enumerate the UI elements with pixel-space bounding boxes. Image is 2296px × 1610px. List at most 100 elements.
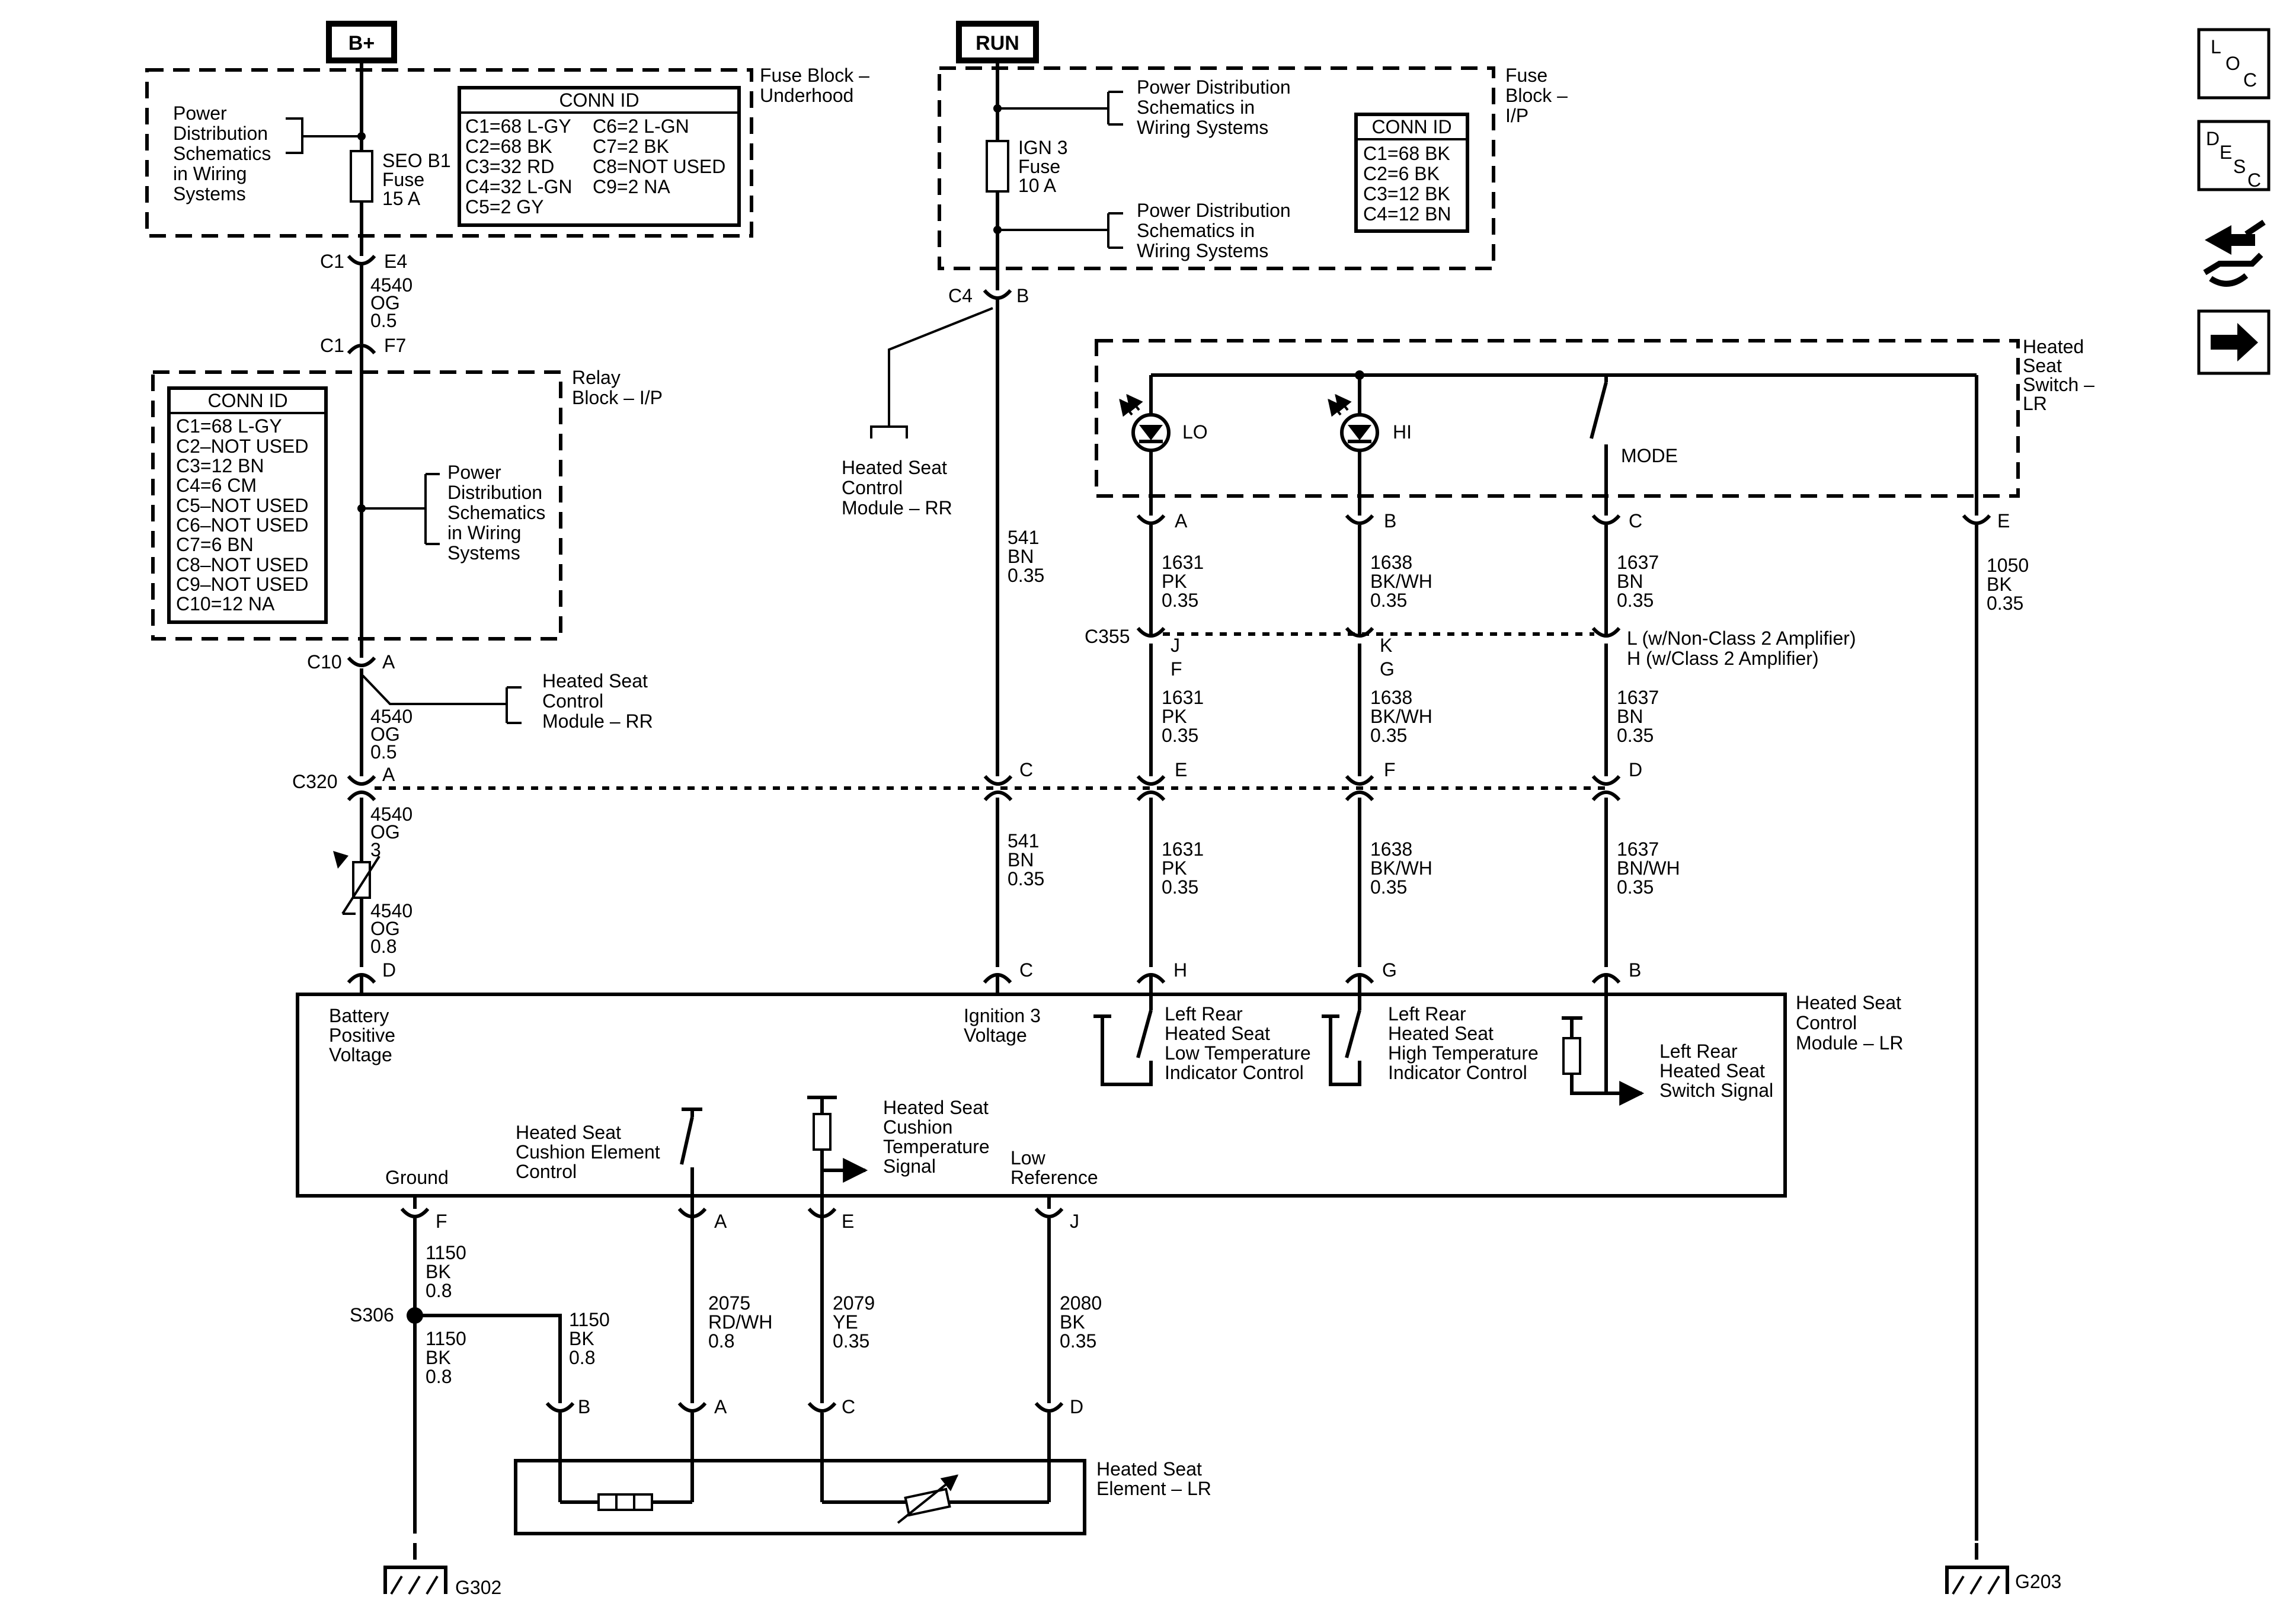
svg-text:BN: BN — [1008, 849, 1034, 870]
svg-text:Battery: Battery — [329, 1005, 389, 1026]
svg-text:Schematics: Schematics — [173, 143, 271, 164]
svg-text:A: A — [714, 1396, 727, 1417]
svg-text:C4=6 CM: C4=6 CM — [176, 475, 257, 496]
svg-text:High Temperature: High Temperature — [1388, 1042, 1539, 1064]
svg-text:E: E — [1997, 510, 2010, 532]
svg-text:Distribution: Distribution — [447, 482, 542, 503]
svg-text:0.35: 0.35 — [1162, 876, 1198, 898]
svg-text:Heated Seat: Heated Seat — [842, 457, 947, 478]
svg-text:OG: OG — [370, 292, 400, 313]
svg-text:MODE: MODE — [1621, 445, 1678, 466]
svg-text:BK: BK — [569, 1328, 594, 1349]
svg-text:Control: Control — [516, 1161, 577, 1182]
svg-text:A: A — [382, 764, 395, 785]
svg-text:0.8: 0.8 — [370, 936, 396, 957]
svg-text:Ground: Ground — [385, 1167, 449, 1188]
svg-text:A: A — [382, 651, 395, 673]
svg-text:1637: 1637 — [1617, 687, 1659, 708]
svg-text:0.35: 0.35 — [1008, 565, 1044, 586]
svg-text:Switch Signal: Switch Signal — [1659, 1080, 1773, 1101]
switch-signal-input: Left Rear Heated Seat Switch Signal — [1562, 994, 1773, 1106]
wire-1638: 1638 BK/WH 0.35 1638 BK/WH 0.35 1638 BK/… — [1358, 525, 1432, 967]
heated-seat-control-module-lr: Heated Seat Control Module – LR Battery … — [296, 992, 1903, 1219]
svg-text:Voltage: Voltage — [964, 1025, 1027, 1046]
svg-text:C3=32 RD: C3=32 RD — [465, 156, 554, 177]
svg-text:OG: OG — [370, 821, 400, 843]
svg-text:541: 541 — [1008, 527, 1039, 548]
svg-text:E: E — [842, 1211, 854, 1232]
svg-text:0.8: 0.8 — [569, 1347, 595, 1368]
switch-pins: A B C E — [1136, 510, 2010, 532]
svg-text:Seat: Seat — [2023, 355, 2062, 376]
svg-text:4540: 4540 — [370, 706, 412, 727]
svg-text:BK: BK — [426, 1261, 451, 1282]
svg-text:PK: PK — [1162, 857, 1187, 879]
svg-text:4540: 4540 — [370, 274, 412, 296]
svg-text:G203: G203 — [2015, 1571, 2061, 1592]
svg-text:Switch –: Switch – — [2023, 374, 2094, 395]
svg-text:C3=12 BN: C3=12 BN — [176, 455, 264, 476]
svg-text:C9–NOT USED: C9–NOT USED — [176, 574, 308, 595]
svg-text:Ignition 3: Ignition 3 — [964, 1005, 1041, 1026]
next-arrow-icon[interactable] — [2197, 309, 2271, 375]
svg-text:Heated Seat: Heated Seat — [1388, 1023, 1494, 1044]
svg-text:0.35: 0.35 — [1370, 590, 1407, 611]
svg-text:Control: Control — [842, 477, 903, 498]
svg-text:BK: BK — [426, 1347, 451, 1368]
svg-text:A: A — [1175, 510, 1188, 532]
svg-text:3: 3 — [370, 839, 381, 860]
svg-text:0.35: 0.35 — [1987, 593, 2023, 614]
svg-text:Schematics: Schematics — [447, 502, 545, 523]
svg-text:0.5: 0.5 — [370, 310, 396, 331]
module-top-pins: H G B — [1136, 959, 1641, 994]
svg-text:Temperature: Temperature — [883, 1136, 990, 1157]
ground-g203-icon: G203 — [1945, 1566, 2061, 1595]
svg-text:in Wiring: in Wiring — [447, 522, 521, 543]
connector-repair-icon[interactable] — [2203, 219, 2266, 287]
element-pins: B A C D — [545, 1396, 1083, 1417]
svg-text:BK/WH: BK/WH — [1370, 706, 1432, 727]
svg-text:D: D — [382, 959, 396, 981]
svg-text:C2=6 BK: C2=6 BK — [1363, 163, 1440, 184]
conn-id-table-underhood: CONN ID C1=68 L-GY C2=68 BK C3=32 RD C4=… — [458, 86, 741, 227]
svg-text:Block – I/P: Block – I/P — [572, 387, 663, 408]
svg-text:A: A — [714, 1211, 727, 1232]
svg-text:C: C — [2243, 69, 2257, 91]
svg-text:C5=2 GY: C5=2 GY — [465, 196, 544, 217]
svg-text:C6=2 L-GN: C6=2 L-GN — [593, 116, 689, 137]
svg-text:Positive: Positive — [329, 1025, 395, 1046]
svg-text:0.35: 0.35 — [1617, 590, 1654, 611]
svg-text:B: B — [1629, 959, 1641, 981]
svg-text:1631: 1631 — [1162, 552, 1204, 573]
wire-1050: 1050 BK 0.35 — [1975, 525, 2029, 1564]
svg-text:Signal: Signal — [883, 1156, 936, 1177]
svg-text:Cushion: Cushion — [883, 1116, 952, 1138]
svg-text:Power: Power — [173, 103, 227, 124]
svg-text:Module – RR: Module – RR — [842, 497, 952, 518]
svg-text:4540: 4540 — [370, 900, 412, 921]
svg-text:Left Rear: Left Rear — [1659, 1041, 1738, 1062]
heating-element — [597, 1493, 653, 1511]
svg-text:CONN ID: CONN ID — [559, 89, 639, 111]
svg-text:LO: LO — [1182, 421, 1208, 443]
svg-text:C5–NOT USED: C5–NOT USED — [176, 495, 308, 516]
svg-text:G: G — [1380, 658, 1395, 680]
svg-text:Schematics in: Schematics in — [1137, 220, 1255, 241]
svg-text:1638: 1638 — [1370, 838, 1412, 860]
svg-text:0.35: 0.35 — [1008, 868, 1044, 889]
svg-text:C6–NOT USED: C6–NOT USED — [176, 514, 308, 536]
svg-text:BN/WH: BN/WH — [1617, 857, 1680, 879]
svg-text:C2=68 BK: C2=68 BK — [465, 136, 552, 157]
svg-text:1638: 1638 — [1370, 687, 1412, 708]
desc-icon[interactable]: D E S C — [2197, 120, 2271, 191]
svg-text:Left Rear: Left Rear — [1388, 1003, 1466, 1025]
svg-text:C1=68 L-GY: C1=68 L-GY — [176, 415, 282, 437]
loc-icon[interactable]: L O C — [2197, 28, 2271, 100]
wire-4540-lower: 4540 OG 3 4540 OG 0.8 D — [333, 798, 412, 994]
wire-1637: 1637 BN 0.35 1637 BN 0.35 1637 BN/WH 0.3… — [1604, 525, 1680, 967]
svg-text:PK: PK — [1162, 571, 1187, 592]
svg-text:L: L — [2211, 36, 2221, 57]
svg-text:C2–NOT USED: C2–NOT USED — [176, 436, 308, 457]
svg-text:S306: S306 — [350, 1304, 394, 1326]
svg-text:541: 541 — [1008, 830, 1039, 852]
